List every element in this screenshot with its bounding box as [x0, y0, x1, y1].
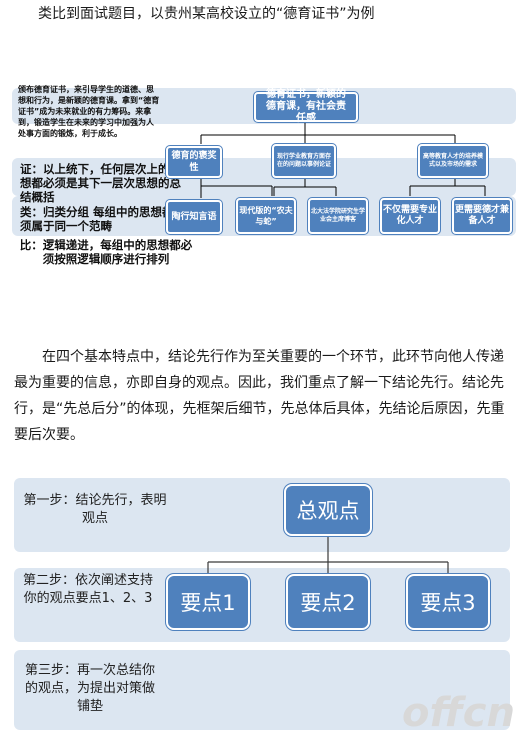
- point-node-3: 要点3: [406, 574, 490, 630]
- body-paragraph: 在四个基本特点中，结论先行作为至关重要的一个环节，此环节向他人传递最为重要的信息…: [14, 349, 505, 443]
- label-zheng: 证：以上统下，任何层次上的思想都必须是其下一层次思想的总结概括: [20, 162, 181, 204]
- point-node-2: 要点2: [286, 574, 370, 630]
- node-top: 德育证书，新颖的德育课，有社会责任感: [254, 89, 358, 124]
- node-mid-center: 现行学业教育方面存在的问题以事例论证: [272, 144, 336, 178]
- diagram-2: 第一步：结论先行，表明观点 第二步：依次阐述支持你的观点要点1、2、3 第三步：…: [0, 472, 524, 749]
- label-lei: 类：归类分组 每组中的思想都必须属于同一个范畴: [20, 205, 186, 233]
- node-leaf-4: 不仅需要专业化人才: [380, 198, 440, 234]
- label-bi: 比：逻辑递进，每组中的思想都必须按照逻辑顺序进行排列: [19, 238, 193, 266]
- step1-text: 第一步：结论先行，表明观点: [23, 493, 167, 526]
- main-point-node: 总观点: [284, 484, 372, 536]
- watermark: offcn: [402, 690, 515, 736]
- step1-band: [14, 478, 510, 552]
- diagram-1: 颁布德育证书，来引导学生的道德、思想和行为，是新颖的德育课。拿到“德育证书”成为…: [0, 82, 524, 282]
- step3-band: [14, 650, 510, 730]
- node-leaf-1: 陶行知言语: [166, 200, 222, 234]
- node-leaf-5: 更需要德才兼备人才: [452, 198, 512, 234]
- tree-connectors: [200, 118, 486, 198]
- node-mid-right: 高等教育人才的培养模式以及市场的需求: [418, 144, 488, 178]
- left-summary-text: 颁布德育证书，来引导学生的道德、思想和行为，是新颖的德育课。拿到“德育证书”成为…: [18, 85, 160, 138]
- step2-text: 第二步：依次阐述支持你的观点要点1、2、3: [22, 573, 153, 606]
- step3-text: 第三步：再一次总结你的观点，为提出对策做铺垫: [24, 663, 155, 714]
- node-mid-left: 德育的褒奖性: [166, 146, 222, 178]
- intro-text: 类比到面试题目，以贵州某高校设立的“德育证书”为例: [38, 6, 375, 22]
- node-leaf-3: 北大法学院研究生学业会主席博客: [308, 198, 368, 234]
- point-node-1: 要点1: [166, 574, 250, 630]
- step-connectors: [207, 536, 449, 574]
- node-leaf-2: 现代版的“农夫与蛇”: [236, 198, 296, 234]
